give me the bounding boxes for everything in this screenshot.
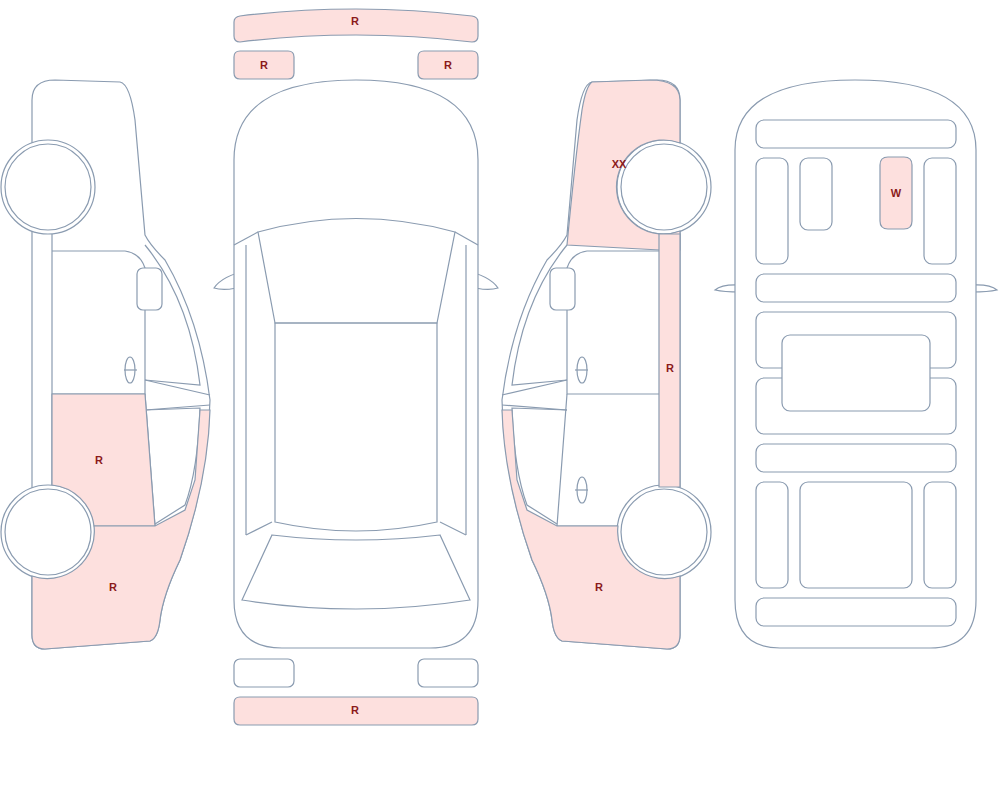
damaged-panel — [52, 394, 155, 526]
damaged-panel — [234, 9, 478, 42]
right-rear-quarter: R — [502, 410, 680, 649]
right-headlight-panel: R — [418, 51, 478, 79]
left-rear-door: R — [52, 394, 155, 526]
damaged-panel — [418, 51, 478, 79]
damage-code: R — [351, 16, 359, 27]
damage-code: R — [666, 363, 674, 374]
damaged-panel — [234, 51, 294, 79]
damage-code: XX — [612, 159, 627, 170]
right-side-view — [502, 80, 711, 649]
damage-code: R — [595, 582, 603, 593]
front-bumper-panel: R — [234, 8, 478, 42]
panel-outline — [52, 394, 155, 526]
damaged-panel — [880, 157, 912, 229]
underside-view — [715, 80, 997, 648]
damaged-panel — [234, 697, 478, 725]
panel-outline — [32, 410, 210, 649]
damage-code: R — [351, 705, 359, 716]
damage-code: R — [444, 60, 452, 71]
right-rocker-panel: R — [659, 234, 680, 487]
rear-bumper-panel: R — [234, 697, 478, 725]
left-headlight-panel: R — [234, 51, 294, 79]
right-front-fender: XX — [565, 80, 680, 250]
panel-outline — [659, 234, 680, 487]
underside-panel: W — [880, 157, 912, 229]
damaged-panel — [659, 234, 680, 487]
damage-code: R — [95, 455, 103, 466]
left-side-view — [1, 80, 210, 649]
damage-code: R — [260, 60, 268, 71]
damaged-panel — [502, 410, 680, 649]
damage-code: R — [109, 582, 117, 593]
panel-outline — [502, 410, 680, 649]
left-rear-quarter: R — [32, 410, 210, 649]
damaged-panel — [567, 80, 680, 250]
damage-code: W — [891, 188, 901, 199]
top-view — [214, 80, 498, 687]
damaged-panel — [32, 410, 210, 649]
